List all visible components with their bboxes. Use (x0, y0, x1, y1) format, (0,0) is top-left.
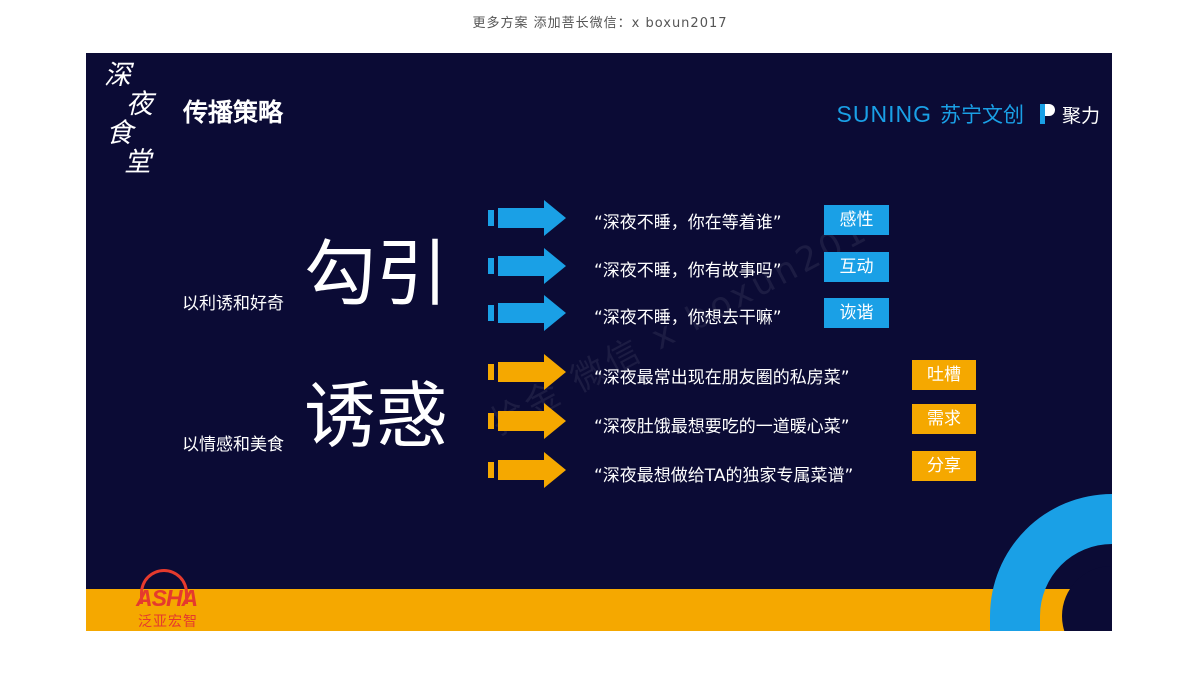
tag-badge: 需求 (912, 404, 976, 434)
asha-logo: ASHA 泛亚宏智 (136, 569, 216, 630)
arrow-icon (488, 248, 566, 284)
juli-logo-icon (1039, 104, 1056, 124)
big-word: 诱惑 (304, 374, 449, 458)
arrow-icon (488, 452, 566, 488)
strategy-quote: “深夜不睡，你想去干嘛” (594, 308, 782, 328)
strategy-quote: “深夜不睡，你在等着谁” (594, 213, 782, 233)
strategy-quote: “深夜最想做给TA的独家专属菜谱” (594, 466, 854, 486)
suning-logo-text: SUNING (836, 100, 932, 127)
calligraphy-logo: 深 夜 食 堂 (104, 61, 164, 177)
brand-logos: SUNING 苏宁文创 聚力 (837, 99, 1100, 129)
arrow-icon (488, 354, 566, 390)
arrow-icon (488, 295, 566, 331)
group-label: 以利诱和好奇 (182, 294, 284, 314)
logo-char: 食 (106, 118, 133, 149)
asha-arc-icon (140, 569, 188, 604)
logo-char: 夜 (126, 89, 153, 120)
strategy-quote: “深夜最常出现在朋友圈的私房菜” (594, 368, 850, 388)
suning-cn-logo-text: 苏宁文创 (939, 103, 1024, 127)
group-label: 以情感和美食 (182, 435, 284, 455)
tag-badge: 分享 (912, 451, 976, 481)
tag-badge: 吐槽 (912, 360, 976, 390)
asha-logo-text: ASHA (136, 585, 198, 611)
arrow-icon (488, 403, 566, 439)
logo-char: 深 (104, 60, 131, 91)
strategy-quote: “深夜不睡，你有故事吗” (594, 261, 782, 281)
slide: 深 夜 食 堂 传播策略 SUNING 苏宁文创 聚力 拾金 微信 x boxu… (86, 53, 1112, 631)
asha-logo-subtext: 泛亚宏智 (138, 614, 198, 630)
strategy-quote: “深夜肚饿最想要吃的一道暖心菜” (594, 417, 850, 437)
juli-logo-text: 聚力 (1061, 104, 1100, 127)
logo-char: 堂 (124, 147, 151, 178)
tag-badge: 感性 (824, 205, 889, 235)
bottom-bar (86, 589, 1112, 631)
tag-badge: 互动 (824, 252, 889, 282)
corner-arc-decoration (990, 494, 1112, 631)
big-word: 勾引 (304, 232, 449, 316)
arrow-icon (488, 200, 566, 236)
top-caption: 更多方案 添加菩长微信：x boxun2017 (472, 16, 728, 31)
slide-title: 传播策略 (183, 98, 284, 127)
tag-badge: 诙谐 (824, 298, 889, 328)
